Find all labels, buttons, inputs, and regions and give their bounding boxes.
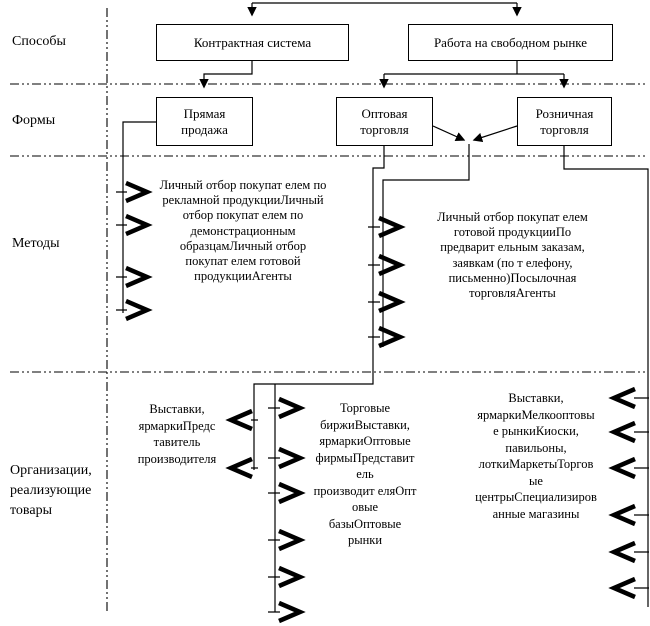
row-label-forms: Формы bbox=[12, 113, 56, 128]
method-block-direct-sale: Личный отбор покупат елем по рекламной п… bbox=[159, 178, 327, 284]
org-block-retail: Выставки, ярмаркиМелкооптовы е рынкиКиос… bbox=[475, 391, 597, 521]
chevron-ticks-org-middle bbox=[268, 407, 280, 613]
connector-direct-methods-rail bbox=[122, 121, 157, 313]
org-block-direct-sale: Выставки, ярмаркиПредс тавитель производ… bbox=[137, 402, 217, 466]
chevron-ticks-org-left bbox=[251, 419, 258, 469]
row-label-organizations: Организации, реализующие товары bbox=[10, 463, 92, 518]
chevron-ticks-org-right bbox=[634, 397, 649, 589]
connector-retail-rail bbox=[563, 146, 649, 607]
org-block-wholesale: Торговые биржиВыставки, ярмаркиОптовые ф… bbox=[313, 401, 417, 547]
box-wholesale: Оптовая торговля bbox=[336, 97, 433, 146]
chevron-ticks-market-methods bbox=[368, 226, 380, 338]
chevron-right-icon-direct-methods bbox=[125, 180, 153, 322]
box-free-market: Работа на свободном рынке bbox=[408, 24, 613, 61]
connector-retail-diagonal bbox=[472, 125, 518, 143]
box-retail: Розничная торговля bbox=[517, 97, 612, 146]
method-block-free-market: Личный отбор покупат елем готовой продук… bbox=[437, 210, 588, 301]
chevron-ticks-direct-methods bbox=[116, 191, 127, 311]
chevron-right-icon-market-methods bbox=[378, 215, 406, 349]
connector-wholesale-rail bbox=[253, 146, 385, 470]
box-contract-system: Контрактная система bbox=[156, 24, 349, 61]
chevron-left-icon-org-right bbox=[608, 386, 636, 600]
connector-converged-rail bbox=[382, 144, 470, 347]
connector-contract-to-direct bbox=[199, 61, 253, 89]
row-label-ways: Способы bbox=[12, 34, 66, 49]
row-label-methods: Методы bbox=[12, 236, 60, 251]
chevron-left-icon-org-left bbox=[225, 408, 253, 480]
connector-wholesale-diagonal bbox=[432, 125, 466, 142]
chevron-right-icon-org-middle bbox=[278, 396, 306, 624]
box-direct-sale: Прямая продажа bbox=[156, 97, 253, 146]
